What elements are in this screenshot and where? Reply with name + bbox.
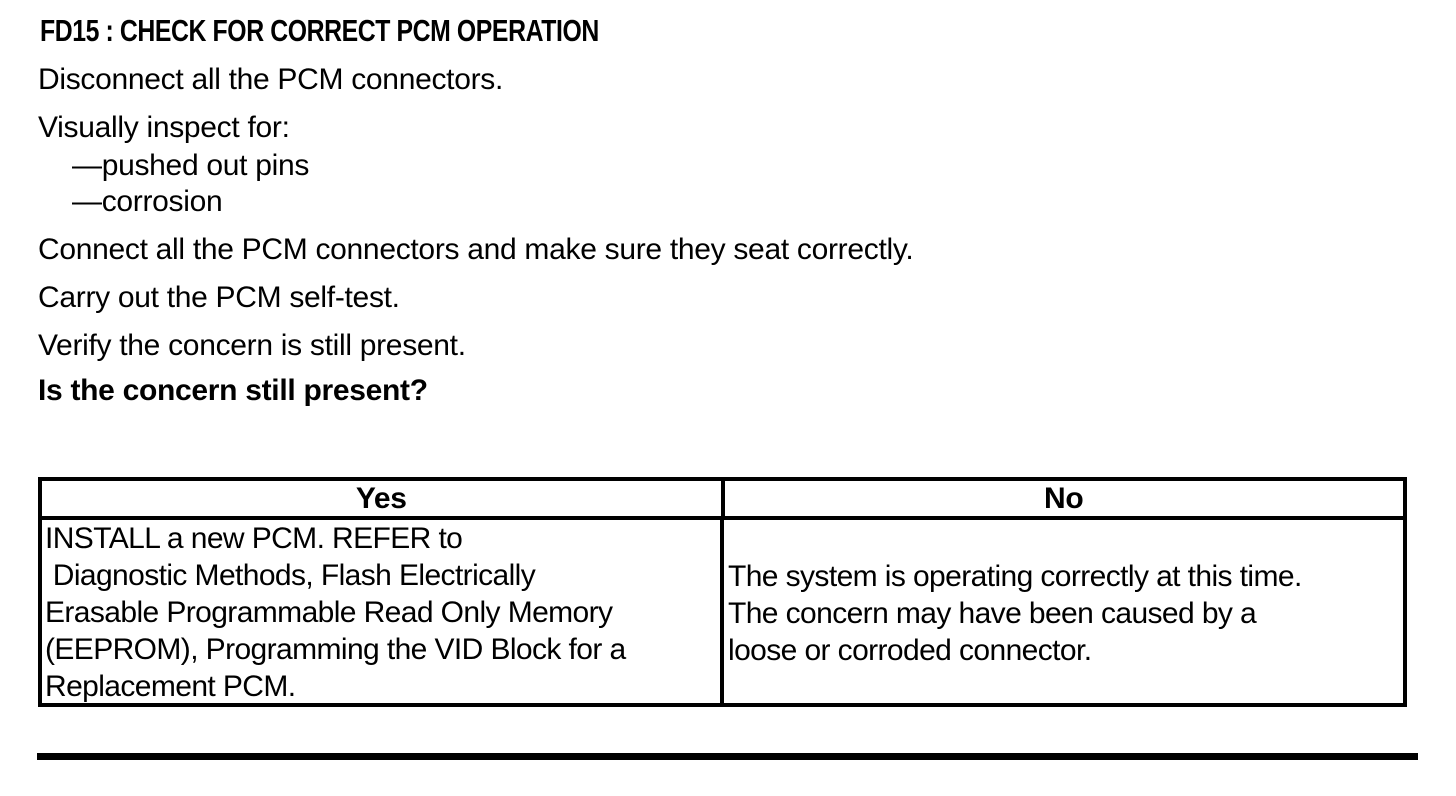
procedure-step-disconnect: Disconnect all the PCM connectors. <box>38 63 504 96</box>
section-divider-rule <box>37 753 1418 760</box>
decision-table-header-row: Yes No <box>42 481 1403 520</box>
procedure-step-verify: Verify the concern is still present. <box>38 329 466 362</box>
procedure-step-self-test: Carry out the PCM self-test. <box>38 281 400 314</box>
inspect-item-pushed-out-pins: —pushed out pins <box>72 149 310 182</box>
procedure-question: Is the concern still present? <box>38 374 428 407</box>
no-column-header: No <box>720 481 1404 516</box>
no-action-cell: The system is operating correctly at thi… <box>720 520 1403 703</box>
procedure-step-connect: Connect all the PCM connectors and make … <box>38 233 914 266</box>
procedure-heading: FD15 : CHECK FOR CORRECT PCM OPERATION <box>40 13 599 48</box>
decision-table-body-row: INSTALL a new PCM. REFER to Diagnostic M… <box>42 520 1403 703</box>
inspect-item-corrosion: —corrosion <box>72 185 223 218</box>
procedure-step-inspect: Visually inspect for: <box>38 111 290 144</box>
yes-action-cell: INSTALL a new PCM. REFER to Diagnostic M… <box>45 522 626 703</box>
yes-column-header: Yes <box>355 482 407 515</box>
decision-table: Yes No INSTALL a new PCM. REFER to Diagn… <box>38 477 1407 707</box>
